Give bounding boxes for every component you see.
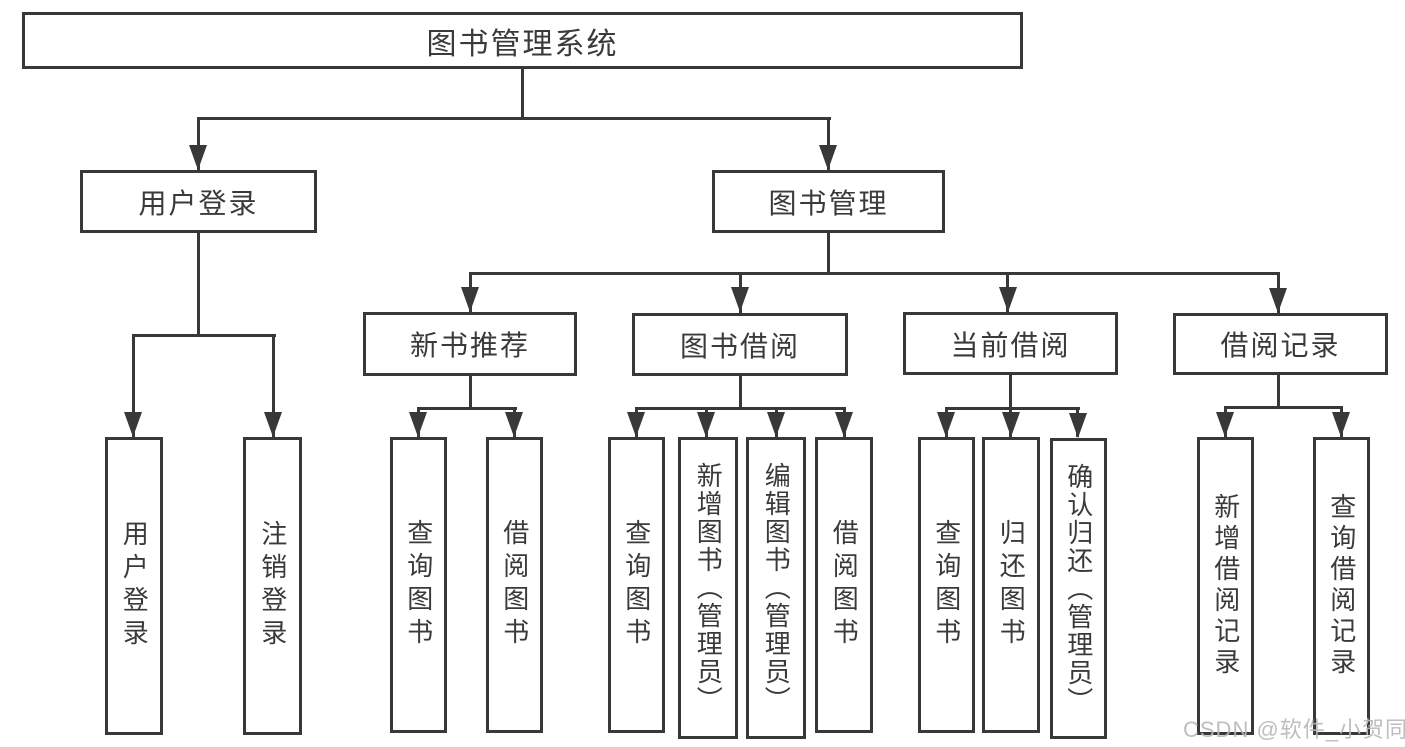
connector-line (272, 334, 275, 437)
node-library-management-system: 图书管理系统 (22, 12, 1023, 69)
connector-line (469, 272, 1280, 275)
connector-line (197, 117, 200, 170)
node-new-book-recommend: 新书推荐 (363, 312, 577, 376)
leaf-current-return-books: 归还图书 (982, 437, 1040, 733)
arrowhead-down-icon (999, 287, 1017, 312)
leaf-records-add-record: 新增借阅记录 (1197, 437, 1254, 735)
leaf-borrowing-add-books-admin: 新增图书（管理员） (678, 437, 738, 739)
node-user-login: 用户登录 (80, 170, 317, 233)
node-book-borrowing: 图书借阅 (632, 313, 848, 376)
node-label: 借阅记录 (1220, 330, 1341, 361)
node-label: 归还图书 (996, 519, 1027, 651)
node-label: 编辑图书（管理员） (761, 462, 792, 714)
connector-line (521, 68, 524, 118)
arrowhead-down-icon (1069, 413, 1087, 438)
node-label: 借阅图书 (499, 519, 530, 651)
arrowhead-down-icon (1332, 412, 1350, 437)
node-label: 借阅图书 (829, 519, 860, 651)
node-label: 用户登录 (138, 187, 259, 219)
node-current-borrowing: 当前借阅 (903, 312, 1118, 375)
arrowhead-down-icon (819, 145, 837, 170)
node-label: 图书管理 (768, 187, 889, 219)
connector-line (827, 233, 830, 275)
leaf-borrowing-query-books: 查询图书 (608, 437, 665, 733)
arrowhead-down-icon (767, 412, 785, 437)
arrowhead-down-icon (264, 412, 282, 437)
leaf-borrowing-borrow-books: 借阅图书 (815, 437, 873, 733)
arrowhead-down-icon (937, 412, 955, 437)
node-label: 查询图书 (931, 519, 962, 651)
connector-line (635, 407, 846, 410)
connector-line (469, 376, 472, 410)
node-borrowing-records: 借阅记录 (1173, 313, 1388, 375)
node-label: 查询图书 (621, 519, 652, 651)
connector-line (945, 407, 1080, 410)
connector-line (417, 407, 517, 410)
connector-line (132, 334, 276, 337)
node-label: 确认归还（管理员） (1063, 462, 1094, 715)
node-label: 新增借阅记录 (1210, 493, 1241, 679)
leaf-borrowing-edit-books-admin: 编辑图书（管理员） (746, 437, 806, 739)
connector-line (1224, 406, 1343, 409)
node-label: 新增图书（管理员） (693, 462, 724, 714)
arrowhead-down-icon (505, 412, 523, 437)
arrowhead-down-icon (835, 412, 853, 437)
csdn-watermark: CSDN @软件_小贺同学 (1183, 717, 1405, 742)
connector-line (197, 233, 200, 337)
arrowhead-down-icon (697, 412, 715, 437)
arrowhead-down-icon (124, 412, 142, 437)
node-label: 注销登录 (257, 520, 288, 652)
connector-line (132, 334, 135, 437)
leaf-user-login: 用户登录 (105, 437, 163, 735)
arrowhead-down-icon (731, 287, 749, 312)
connector-line (1009, 375, 1012, 410)
leaf-current-query-books: 查询图书 (918, 437, 975, 733)
arrowhead-down-icon (627, 412, 645, 437)
node-label: 查询借阅记录 (1326, 493, 1357, 679)
arrowhead-down-icon (409, 412, 427, 437)
leaf-records-query-record: 查询借阅记录 (1313, 437, 1370, 735)
arrowhead-down-icon (189, 145, 207, 170)
connector-line (827, 117, 830, 170)
leaf-recommend-query-books: 查询图书 (390, 437, 447, 733)
node-label: 当前借阅 (950, 329, 1071, 361)
leaf-logout: 注销登录 (243, 437, 302, 735)
node-book-management: 图书管理 (712, 170, 945, 233)
connector-line (197, 117, 831, 120)
arrowhead-down-icon (1002, 412, 1020, 437)
connector-line (1277, 375, 1280, 409)
node-label: 图书借阅 (679, 330, 800, 362)
node-label: 查询图书 (403, 519, 434, 651)
arrowhead-down-icon (461, 287, 479, 312)
arrowhead-down-icon (1269, 288, 1287, 313)
leaf-recommend-borrow-books: 借阅图书 (486, 437, 543, 733)
leaf-current-confirm-return-admin: 确认归还（管理员） (1050, 438, 1107, 739)
node-label: 图书管理系统 (426, 27, 619, 61)
connector-line (739, 376, 742, 410)
arrowhead-down-icon (1216, 412, 1234, 437)
node-label: 新书推荐 (409, 330, 530, 361)
node-label: 用户登录 (119, 520, 150, 652)
